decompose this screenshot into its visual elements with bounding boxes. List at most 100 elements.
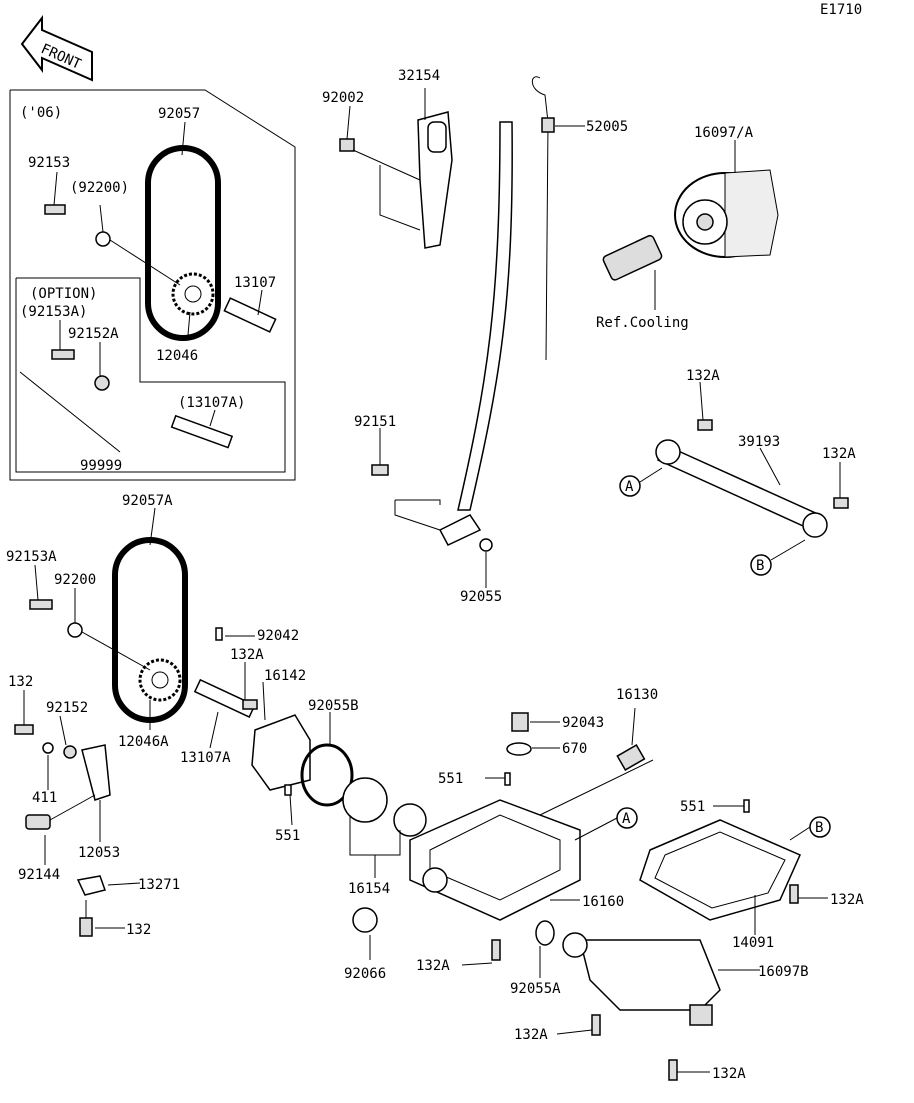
callout-14091: 14091 (732, 935, 774, 951)
callout-39193: 39193 (738, 434, 780, 450)
callout-132a-4: 132A (416, 958, 450, 974)
callout-16160: 16160 (582, 894, 624, 910)
bolt-132a-2 (833, 497, 849, 509)
bolt-92153 (44, 204, 66, 215)
callout-16130: 16130 (616, 687, 658, 703)
oil-pump-16142 (251, 714, 311, 791)
bolt-132a-5 (789, 884, 799, 904)
callout-92200-paren: (92200) (70, 180, 129, 196)
callout-12046a: 12046A (118, 734, 169, 750)
bolt-92002 (339, 138, 355, 152)
ref-circle-b-1: B (750, 554, 772, 576)
cover-16097b (562, 932, 721, 1026)
callout-52005: 52005 (586, 119, 628, 135)
option-label: (OPTION) (30, 286, 97, 302)
o-ring-92055 (479, 538, 493, 552)
callout-12046: 12046 (156, 348, 198, 364)
bolt-132a-7 (668, 1059, 678, 1081)
box-leader-lines (19, 121, 263, 453)
callout-92144: 92144 (18, 867, 60, 883)
callout-132a-2: 132A (822, 446, 856, 462)
callout-92055b: 92055B (308, 698, 359, 714)
dipstick-tube (438, 121, 513, 546)
callout-92152a: 92152A (68, 326, 119, 342)
bolt-132a-4 (491, 939, 501, 961)
washer-92200-lower (67, 622, 83, 638)
callout-12053: 12053 (78, 845, 120, 861)
tensioner-12053 (81, 744, 111, 801)
ref-circle-a-2: A (616, 807, 638, 829)
o-ring-670 (506, 742, 532, 756)
callout-411: 411 (32, 790, 57, 806)
diagram-code: E1710 (820, 2, 862, 18)
callout-13271: 13271 (138, 877, 180, 893)
callout-16142: 16142 (264, 668, 306, 684)
plate-13271 (76, 875, 106, 896)
rotors-16154 (342, 777, 427, 837)
oil-pan-16160 (409, 799, 581, 921)
fitting-ref-cooling (602, 234, 663, 281)
bolt-92153a (29, 599, 53, 610)
ref-circle-b-2: B (809, 816, 831, 838)
bolt-92151 (371, 464, 389, 476)
callout-92152: 92152 (46, 700, 88, 716)
callout-92057a: 92057A (122, 493, 173, 509)
o-ring-92055a (535, 920, 555, 946)
dipstick-bracket-32154 (417, 111, 453, 249)
callout-16097b: 16097B (758, 964, 809, 980)
washer-92152 (63, 745, 77, 759)
callout-132a-1: 132A (686, 368, 720, 384)
callout-132a-5: 132A (830, 892, 864, 908)
washer-92200 (95, 231, 111, 247)
callout-132a-7: 132A (712, 1066, 746, 1082)
ref-cooling-label: Ref.Cooling (596, 315, 689, 331)
cover-14091 (639, 819, 801, 921)
shaft-13107a-opt (170, 414, 234, 449)
callout-132-1: 132 (8, 674, 33, 690)
shaft-13107 (223, 297, 277, 333)
callout-670: 670 (562, 741, 587, 757)
callout-32154: 32154 (398, 68, 440, 84)
collar-92043 (511, 712, 529, 732)
oil-filter-16097a (674, 169, 779, 258)
callout-551-2: 551 (438, 771, 463, 787)
callout-92066: 92066 (344, 966, 386, 982)
callout-551-3: 551 (680, 799, 705, 815)
plug-92066 (352, 907, 378, 933)
svg-text:A: A (622, 811, 631, 827)
fitting-16130 (616, 744, 646, 771)
callout-99999: 99999 (80, 458, 122, 474)
svg-text:A: A (625, 479, 634, 495)
callout-92055a: 92055A (510, 981, 561, 997)
callout-92153a-opt: (92153A) (20, 304, 87, 320)
leader-lines (23, 88, 841, 1073)
callout-13107: 13107 (234, 275, 276, 291)
callout-92151: 92151 (354, 414, 396, 430)
ref-circle-a-1: A (619, 475, 641, 497)
callout-13107a: 13107A (180, 750, 231, 766)
callout-16097a: 16097/A (694, 125, 754, 141)
pipe-39193 (655, 439, 828, 538)
callout-132a-6: 132A (514, 1027, 548, 1043)
washer-411 (42, 742, 54, 754)
bolt-92153a-opt (51, 349, 75, 360)
callout-92055: 92055 (460, 589, 502, 605)
callout-16154: 16154 (348, 881, 390, 897)
callout-92042: 92042 (257, 628, 299, 644)
bolt-132a-1 (697, 419, 713, 431)
bolt-132a-6 (591, 1014, 601, 1036)
callout-132-2: 132 (126, 922, 151, 938)
shaft-13107a (193, 678, 256, 719)
callout-551-1: 551 (275, 828, 300, 844)
svg-text:B: B (756, 558, 764, 574)
bolt-132-1 (14, 724, 34, 735)
callout-92057: 92057 (158, 106, 200, 122)
pin-551-3 (743, 799, 750, 813)
callout-92153a: 92153A (6, 549, 57, 565)
washer-92152a (94, 375, 110, 391)
callout-13107a-opt: (13107A) (178, 395, 245, 411)
front-arrow-icon: FRONT (20, 15, 93, 82)
dipstick-52005 (531, 76, 555, 361)
callout-92153: 92153 (28, 155, 70, 171)
